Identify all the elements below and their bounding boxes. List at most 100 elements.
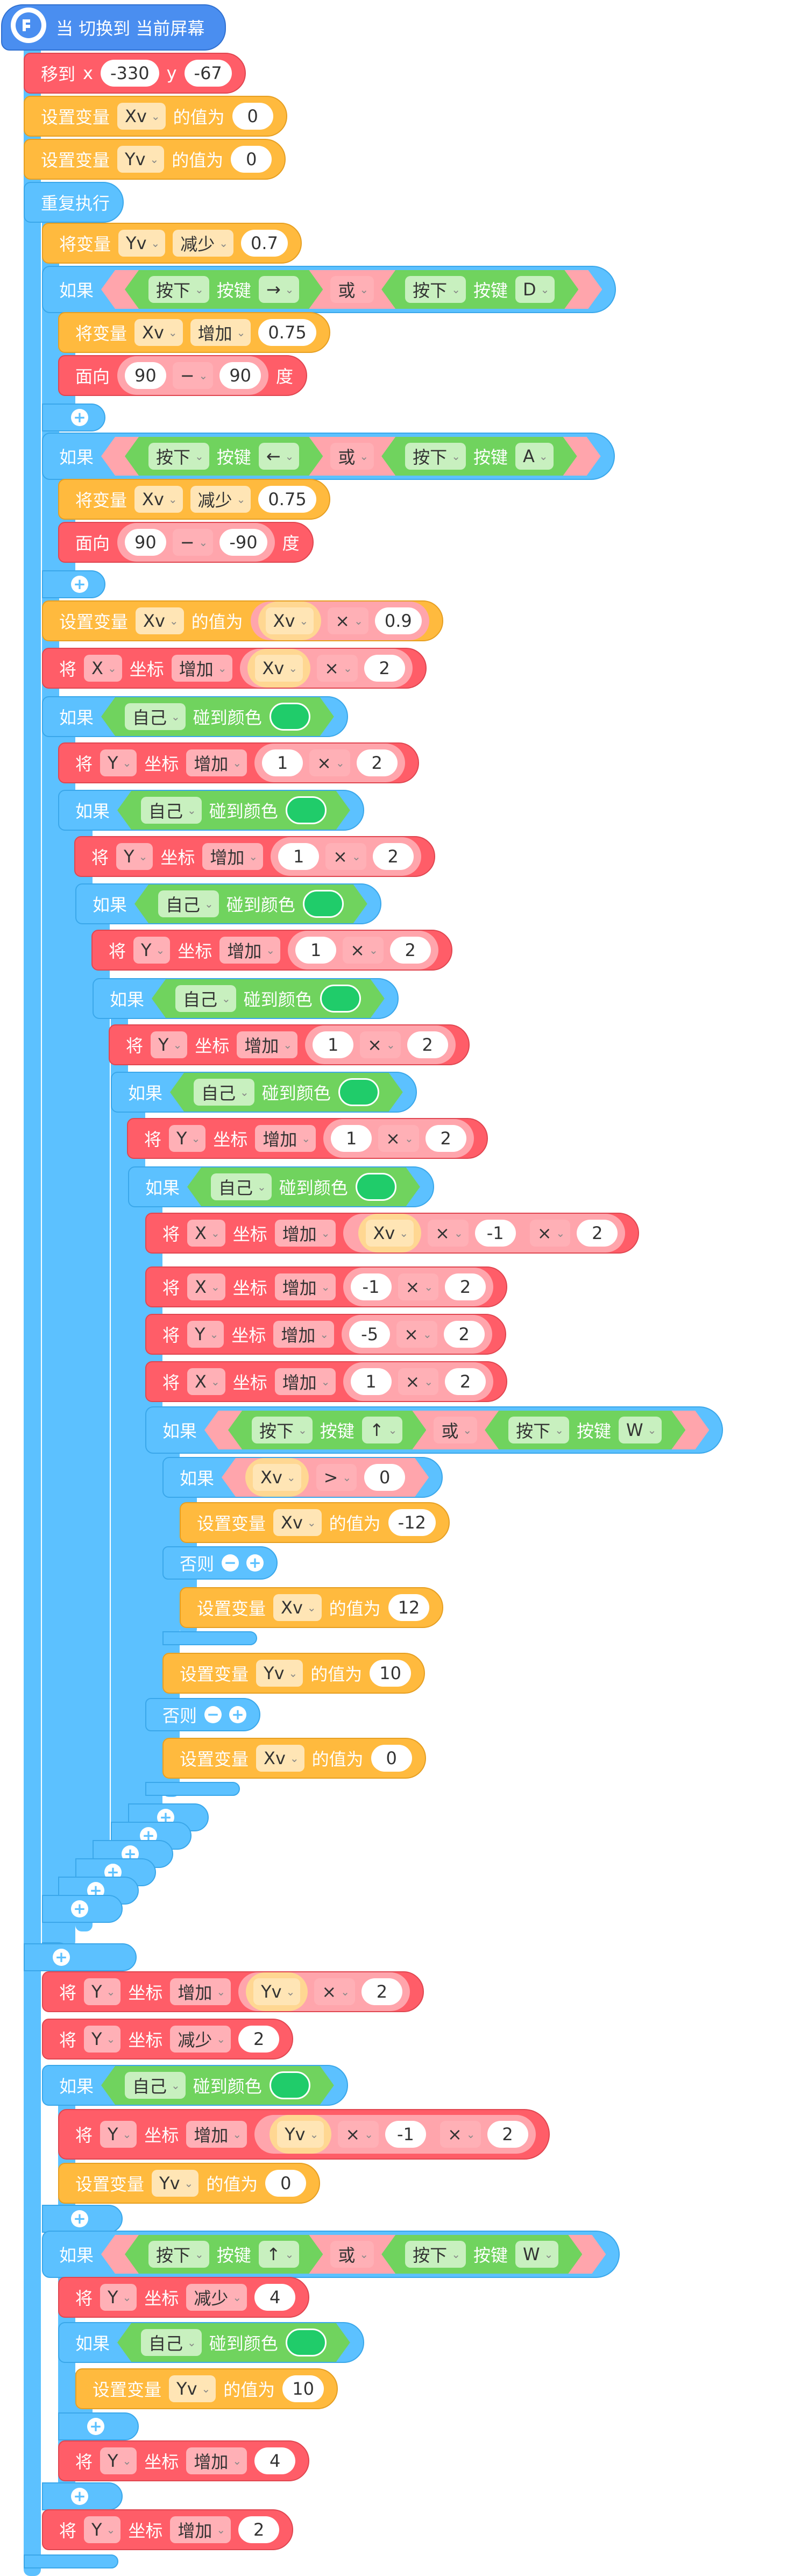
- dropdown[interactable]: Y⌄: [187, 1321, 224, 1348]
- dropdown[interactable]: Yv⌄: [117, 146, 165, 173]
- else-label[interactable]: 否则−+: [145, 1698, 261, 1731]
- dropdown[interactable]: X⌄: [187, 1220, 225, 1247]
- dropdown[interactable]: 增加⌄: [202, 843, 264, 870]
- value-input[interactable]: 12: [388, 1594, 430, 1621]
- dropdown[interactable]: X⌄: [84, 655, 122, 682]
- value-input[interactable]: 0.75: [258, 486, 316, 513]
- reporter-block[interactable]: 90−⌄-90: [117, 523, 275, 562]
- value-input[interactable]: 2: [364, 655, 405, 682]
- dropdown[interactable]: −⌄: [172, 362, 214, 389]
- reporter-block[interactable]: 1×⌄2: [271, 837, 421, 876]
- value-input[interactable]: -330: [100, 60, 159, 87]
- dropdown[interactable]: Y⌄: [100, 2447, 137, 2474]
- value-input[interactable]: -1: [385, 2121, 426, 2148]
- boolean-block[interactable]: Xv⌄>⌄0: [222, 1458, 429, 1497]
- dropdown[interactable]: ×⌄: [317, 655, 358, 682]
- color-swatch[interactable]: [320, 985, 361, 1013]
- dropdown[interactable]: 增加⌄: [273, 1321, 335, 1348]
- dropdown[interactable]: 按下⌄: [148, 2241, 209, 2268]
- dropdown[interactable]: 按下⌄: [405, 2241, 466, 2268]
- reporter-block[interactable]: Yv⌄×⌄2: [238, 1972, 410, 2011]
- reporter-block[interactable]: Yv⌄: [270, 2115, 332, 2154]
- dropdown[interactable]: Y⌄: [151, 1031, 188, 1058]
- add-branch-row[interactable]: +: [42, 2205, 123, 2233]
- value-input[interactable]: 1: [331, 1125, 372, 1152]
- dropdown[interactable]: 按下⌄: [148, 443, 209, 470]
- dropdown[interactable]: 按下⌄: [405, 276, 466, 303]
- reporter-block[interactable]: 1×⌄2: [254, 744, 405, 782]
- dropdown[interactable]: X⌄: [187, 1368, 225, 1395]
- value-input[interactable]: 10: [282, 2375, 324, 2402]
- reporter-block[interactable]: Xv⌄: [245, 1458, 309, 1497]
- value-input[interactable]: -67: [184, 60, 232, 87]
- reporter-block[interactable]: Xv⌄×⌄-1×⌄2: [343, 1214, 626, 1252]
- color-swatch[interactable]: [286, 796, 327, 824]
- plus-icon[interactable]: +: [71, 2210, 88, 2227]
- dropdown[interactable]: Xv⌄: [134, 319, 183, 346]
- dropdown[interactable]: 增加⌄: [190, 319, 251, 346]
- reporter-block[interactable]: Yv⌄×⌄-1: [262, 2115, 434, 2154]
- if-touch-color-block[interactable]: 如果自己⌄碰到颜色: [75, 883, 381, 924]
- boolean-block[interactable]: 自己⌄碰到颜色: [117, 791, 350, 830]
- value-input[interactable]: 0: [265, 2170, 307, 2197]
- dropdown[interactable]: 减少⌄: [190, 486, 251, 513]
- dropdown[interactable]: Y⌄: [100, 2284, 137, 2311]
- value-input[interactable]: 0: [364, 1464, 405, 1491]
- dropdown[interactable]: ×⌄: [398, 1368, 439, 1395]
- reporter-block[interactable]: Xv⌄×⌄-1: [350, 1214, 523, 1252]
- value-input[interactable]: 0.7: [241, 230, 288, 257]
- dropdown[interactable]: 增加⌄: [274, 1273, 336, 1300]
- color-swatch[interactable]: [356, 1173, 396, 1201]
- plus-icon[interactable]: +: [71, 2488, 88, 2505]
- dropdown[interactable]: ×⌄: [325, 843, 366, 870]
- dropdown[interactable]: Y⌄: [169, 1125, 206, 1152]
- dropdown[interactable]: Yv⌄: [277, 2121, 324, 2148]
- dropdown[interactable]: Xv⌄: [117, 103, 166, 130]
- dropdown[interactable]: Xv⌄: [136, 607, 184, 634]
- boolean-block[interactable]: 自己⌄碰到颜色: [134, 884, 367, 923]
- dropdown[interactable]: ↑⌄: [362, 1417, 403, 1443]
- dropdown[interactable]: 增加⌄: [186, 749, 247, 776]
- reporter-block[interactable]: 1×⌄2: [323, 1119, 474, 1158]
- value-input[interactable]: 2: [443, 1321, 485, 1348]
- dropdown[interactable]: −⌄: [172, 529, 214, 556]
- value-input[interactable]: -12: [388, 1509, 436, 1536]
- dropdown[interactable]: Xv⌄: [273, 1509, 322, 1536]
- dropdown[interactable]: Y⌄: [100, 749, 137, 776]
- else-label[interactable]: 否则−+: [162, 1546, 278, 1580]
- repeat-forever-block[interactable]: 重复执行: [24, 182, 124, 223]
- boolean-block[interactable]: 按下⌄按键→⌄: [125, 270, 323, 309]
- add-branch-row[interactable]: +: [24, 1943, 137, 1971]
- plus-icon[interactable]: +: [87, 2418, 104, 2435]
- dropdown[interactable]: 增加⌄: [186, 2447, 247, 2474]
- dropdown[interactable]: X⌄: [187, 1273, 225, 1300]
- dropdown[interactable]: ×⌄: [309, 749, 350, 776]
- dropdown[interactable]: 或⌄: [330, 443, 374, 470]
- value-input[interactable]: 10: [370, 1660, 411, 1687]
- value-input[interactable]: 2: [238, 2516, 280, 2543]
- value-input[interactable]: 2: [389, 937, 431, 964]
- add-branch-row[interactable]: +: [42, 404, 105, 431]
- dropdown[interactable]: 减少⌄: [170, 2026, 231, 2053]
- value-input[interactable]: 2: [407, 1031, 448, 1058]
- plus-icon[interactable]: +: [246, 1554, 264, 1572]
- dropdown[interactable]: W⌄: [515, 2241, 558, 2268]
- dropdown[interactable]: ×⌄: [439, 2121, 481, 2148]
- reporter-block[interactable]: Xv⌄×⌄2: [239, 649, 413, 688]
- value-input[interactable]: 1: [262, 749, 303, 776]
